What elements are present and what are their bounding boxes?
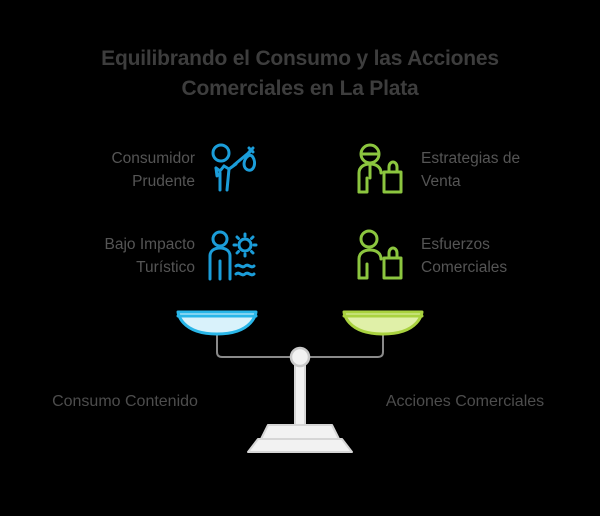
feature-label-line-2: Comerciales bbox=[421, 259, 508, 276]
person-with-shopping-bag-icon bbox=[357, 229, 403, 280]
salesperson-with-shopping-bag-icon bbox=[357, 143, 403, 194]
person-with-bundle-icon bbox=[211, 143, 257, 192]
feature-row-2: Bajo Impacto Turístico bbox=[0, 228, 600, 314]
feature-label-line-1: Consumidor bbox=[111, 150, 195, 167]
title-line-2: Comerciales en La Plata bbox=[181, 77, 419, 100]
feature-bajo-impacto-turistico: Bajo Impacto Turístico bbox=[56, 228, 261, 284]
feature-label-line-2: Venta bbox=[421, 173, 461, 190]
feature-grid: Consumidor Prudente bbox=[0, 142, 600, 314]
balance-scale-svg bbox=[176, 310, 424, 453]
tourist-sun-waves-icon bbox=[208, 230, 258, 281]
feature-label-line-2: Prudente bbox=[132, 173, 195, 190]
feature-label-line-1: Estrategias de bbox=[421, 150, 521, 167]
scale-pivot bbox=[289, 346, 311, 368]
feature-estrategias-de-venta: Estrategias de Venta bbox=[355, 142, 570, 198]
title-line-1: Equilibrando el Consumo y las Acciones bbox=[101, 47, 499, 70]
feature-label-line-2: Turístico bbox=[136, 259, 195, 276]
scale-label-left: Consumo Contenido bbox=[52, 393, 198, 410]
feature-label-esfuerzos-comerciales: Esfuerzos Comerciales bbox=[421, 233, 549, 279]
feature-esfuerzos-comerciales: Esfuerzos Comerciales bbox=[355, 228, 570, 284]
page-title: Equilibrando el Consumo y las Acciones C… bbox=[50, 44, 550, 104]
scale-label-right: Acciones Comerciales bbox=[385, 393, 545, 410]
feature-consumidor-prudente: Consumidor Prudente bbox=[56, 142, 261, 198]
scale-pan-left bbox=[176, 310, 258, 336]
scale-pan-labels: Consumo Contenido Acciones Comerciales bbox=[0, 390, 600, 420]
feature-label-estrategias-de-venta: Estrategias de Venta bbox=[421, 147, 549, 193]
scale-base-lower bbox=[247, 438, 353, 453]
feature-label-consumidor-prudente: Consumidor Prudente bbox=[67, 147, 195, 193]
balance-scale bbox=[0, 300, 600, 460]
feature-row-1: Consumidor Prudente bbox=[0, 142, 600, 228]
feature-label-line-1: Bajo Impacto bbox=[104, 236, 195, 253]
feature-label-bajo-impacto-turistico: Bajo Impacto Turístico bbox=[67, 233, 195, 279]
feature-label-line-1: Esfuerzos bbox=[421, 236, 490, 253]
scale-beam-lines bbox=[216, 327, 384, 358]
scale-pan-right bbox=[342, 310, 424, 336]
